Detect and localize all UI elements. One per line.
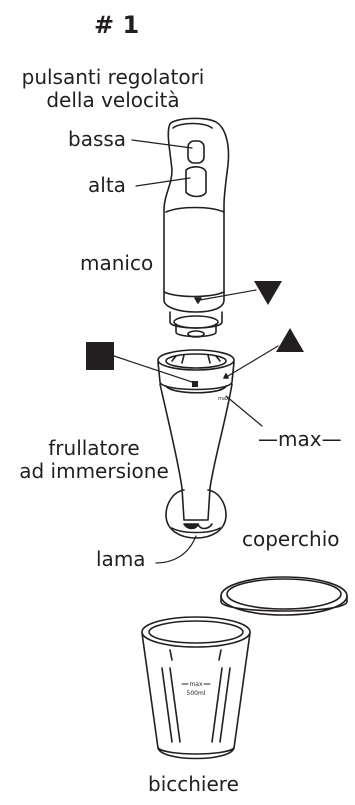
blade-guard xyxy=(166,490,226,538)
leader-low xyxy=(132,140,192,148)
cup-label: bicchiere xyxy=(148,773,239,796)
blender-line-1: frullatore xyxy=(6,437,182,460)
lid-label: coperchio xyxy=(242,528,339,551)
figure-number: # 1 xyxy=(94,12,139,40)
square-icon xyxy=(86,342,114,370)
down-triangle-icon xyxy=(254,281,282,305)
low-speed-label: bassa xyxy=(68,128,126,151)
blade-label: lama xyxy=(96,548,146,571)
cup: max 500ml xyxy=(142,617,250,759)
high-speed-label: alta xyxy=(88,174,126,197)
leader-up-triangle xyxy=(228,346,278,376)
cup-volume-mark: 500ml xyxy=(187,690,206,697)
high-speed-button xyxy=(186,167,206,197)
handle-unit xyxy=(164,118,229,337)
speed-buttons-line-2: della velocità xyxy=(8,89,218,112)
lid xyxy=(221,577,347,615)
low-speed-button xyxy=(188,141,204,163)
leader-blade xyxy=(156,536,196,563)
handle-grip-divider xyxy=(166,208,224,213)
leader-high xyxy=(136,178,190,186)
blender-line-2: ad immersione xyxy=(6,460,182,483)
speed-buttons-line-1: pulsanti regolatori xyxy=(8,66,218,89)
cup-max-mark: max xyxy=(189,681,203,688)
speed-buttons-label: pulsanti regolatori della velocità xyxy=(8,66,218,112)
handle-body xyxy=(164,118,229,312)
blender-label: frullatore ad immersione xyxy=(6,437,182,483)
handle-label: manico xyxy=(80,252,153,275)
max-label: —max— xyxy=(258,428,342,451)
leader-max xyxy=(226,396,262,426)
leader-lines xyxy=(114,140,278,563)
up-triangle-icon xyxy=(276,328,304,352)
